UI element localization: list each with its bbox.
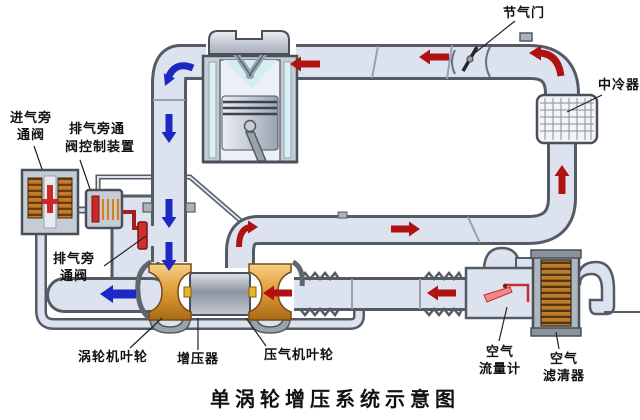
intake-pipe-throttle-section [296, 32, 580, 100]
leader-lines [33, 20, 603, 350]
flow-arrow-left [427, 285, 456, 301]
label-turbocharger: 增压器 [177, 351, 219, 366]
piston [221, 95, 279, 162]
wrist-pin [243, 119, 257, 133]
flow-arrow-left [290, 56, 320, 72]
air-flow-meter [464, 246, 543, 320]
engine [201, 30, 299, 164]
wastegate-valve [118, 210, 148, 250]
exhaust-flow-arrows [100, 62, 195, 303]
air-cleaner [530, 249, 640, 337]
bellows [299, 270, 341, 281]
bellows [423, 270, 464, 281]
solenoid-coil [27, 177, 43, 219]
turbine-wheel [148, 263, 192, 321]
flow-arrow-right [391, 221, 420, 237]
water-jacket [208, 61, 217, 159]
turbocharger [135, 259, 305, 334]
svg-text:阀控制装置: 阀控制装置 [65, 139, 135, 154]
flow-arrow-up [554, 165, 570, 194]
svg-text:滤清器: 滤清器 [543, 368, 585, 383]
flow-arrow-down [161, 114, 177, 143]
label-intake-bypass-valve: 进气旁 [10, 110, 52, 125]
label-intercooler: 中冷器 [598, 77, 640, 92]
intercooler [535, 93, 599, 145]
label-wastegate-actuator: 排气旁通 [69, 121, 125, 136]
flow-arrow-left [419, 49, 449, 65]
wastegate-port [148, 226, 157, 246]
intake-bypass-pipe [35, 230, 365, 330]
label-air-cleaner: 空气 [550, 351, 578, 366]
boost-pressure-line [95, 174, 243, 223]
flow-arrow-down [161, 199, 177, 228]
solenoid-coil [57, 177, 73, 219]
label-throttle: 节气门 [503, 5, 545, 20]
flow-arrow-curved [539, 49, 565, 77]
water-jacket [283, 61, 292, 159]
intake-snorkel [575, 260, 616, 316]
throttle-valve [451, 46, 491, 78]
valve-cover [208, 30, 290, 55]
label-turbine-wheel: 涡轮机叶轮 [78, 349, 148, 364]
label-compressor-wheel: 压气机叶轮 [264, 347, 334, 362]
flow-arrow-left [100, 285, 136, 303]
label-wastegate-valve: 排气旁 [53, 251, 95, 266]
afm-flap [483, 283, 530, 303]
svg-text:流量计: 流量计 [479, 361, 521, 376]
flow-arrow-curved [165, 62, 195, 78]
diagram-title: 单涡轮增压系统示意图 [210, 387, 460, 411]
filter-element [540, 259, 572, 327]
intake-flow-arrows [236, 45, 570, 301]
intake-bypass-valve [20, 168, 80, 236]
svg-text:通阀: 通阀 [60, 268, 88, 283]
wastegate-actuator [84, 188, 124, 230]
flow-arrow-left [263, 285, 292, 301]
flow-arrow-down [161, 242, 177, 271]
svg-text:通阀: 通阀 [17, 127, 45, 142]
turbo-center-housing [189, 272, 251, 316]
label-air-flow-meter: 空气 [486, 344, 514, 359]
